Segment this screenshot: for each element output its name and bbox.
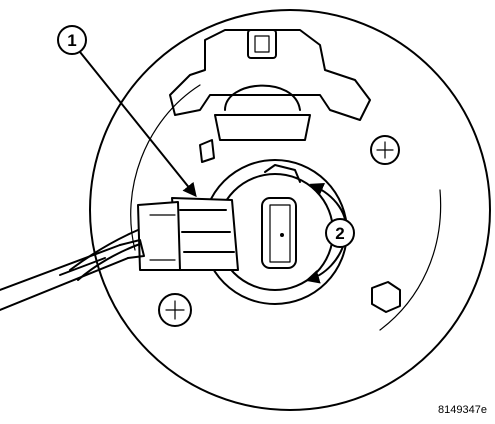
callout-1: 1 bbox=[57, 25, 197, 198]
wire-harness bbox=[69, 229, 141, 281]
headlamp-housing bbox=[89, 9, 491, 411]
locating-tab bbox=[199, 139, 215, 163]
electrical-connector bbox=[137, 197, 239, 271]
upper-bracket bbox=[169, 29, 371, 141]
screw-lower-left bbox=[158, 293, 192, 327]
release-tool bbox=[0, 239, 145, 311]
callout-2-label: 2 bbox=[335, 224, 344, 243]
screw-upper-right bbox=[370, 135, 400, 165]
callout-2: 2 bbox=[325, 218, 355, 248]
screw-right bbox=[371, 281, 401, 313]
callout-1-label: 1 bbox=[67, 31, 76, 50]
figure-code: 8149347e bbox=[438, 404, 487, 416]
